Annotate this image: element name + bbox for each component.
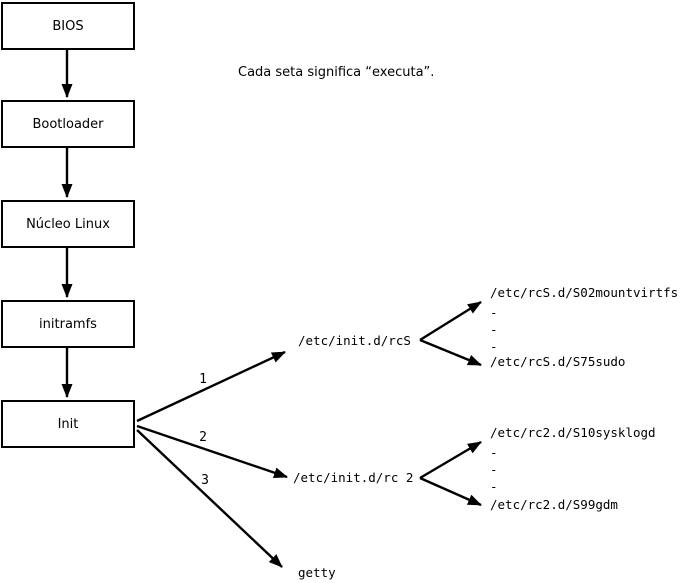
node-bios-label: BIOS [52,18,84,34]
ellipsis-dash: - [490,462,498,477]
node-bootloader: Bootloader [1,100,135,148]
node-initramfs: initramfs [1,300,135,348]
target-rcS: /etc/init.d/rcS [298,333,411,348]
node-init: Init [1,400,135,448]
ellipsis-dash: - [490,479,498,494]
ellipsis-dash: - [490,339,498,354]
target-rcS-first: /etc/rcS.d/S02mountvirtfs [490,285,679,300]
arrow-rc2-to-last-script [419,476,482,507]
node-init-label: Init [57,416,79,432]
node-bios: BIOS [1,2,135,50]
target-rc2-first: /etc/rc2.d/S10sysklogd [490,425,656,440]
branch-label-3: 3 [201,473,209,488]
arrow-init-to-rcS [136,350,286,423]
target-getty: getty [298,565,336,580]
arrow-rcS-to-first-script [419,300,482,342]
node-nucleo-linux-label: Núcleo Linux [26,216,110,232]
target-rc2-last: /etc/rc2.d/S99gdm [490,497,618,512]
node-bootloader-label: Bootloader [32,116,104,132]
ellipsis-dash: - [490,445,498,460]
node-nucleo-linux: Núcleo Linux [1,200,135,248]
node-initramfs-label: initramfs [39,316,97,332]
target-rcS-last: /etc/rcS.d/S75sudo [490,354,626,369]
arrow-rcS-to-last-script [419,338,482,367]
arrow-init-to-getty [136,429,283,568]
legend-note: Cada seta significa “executa”. [238,65,435,80]
ellipsis-dash: - [490,305,498,320]
branch-label-1: 1 [199,372,207,387]
target-rc2: /etc/init.d/rc 2 [293,470,414,485]
arrow-rc2-to-first-script [419,440,482,480]
branch-label-2: 2 [199,430,207,445]
arrow-init-to-rc2 [136,424,288,479]
ellipsis-dash: - [490,322,498,337]
